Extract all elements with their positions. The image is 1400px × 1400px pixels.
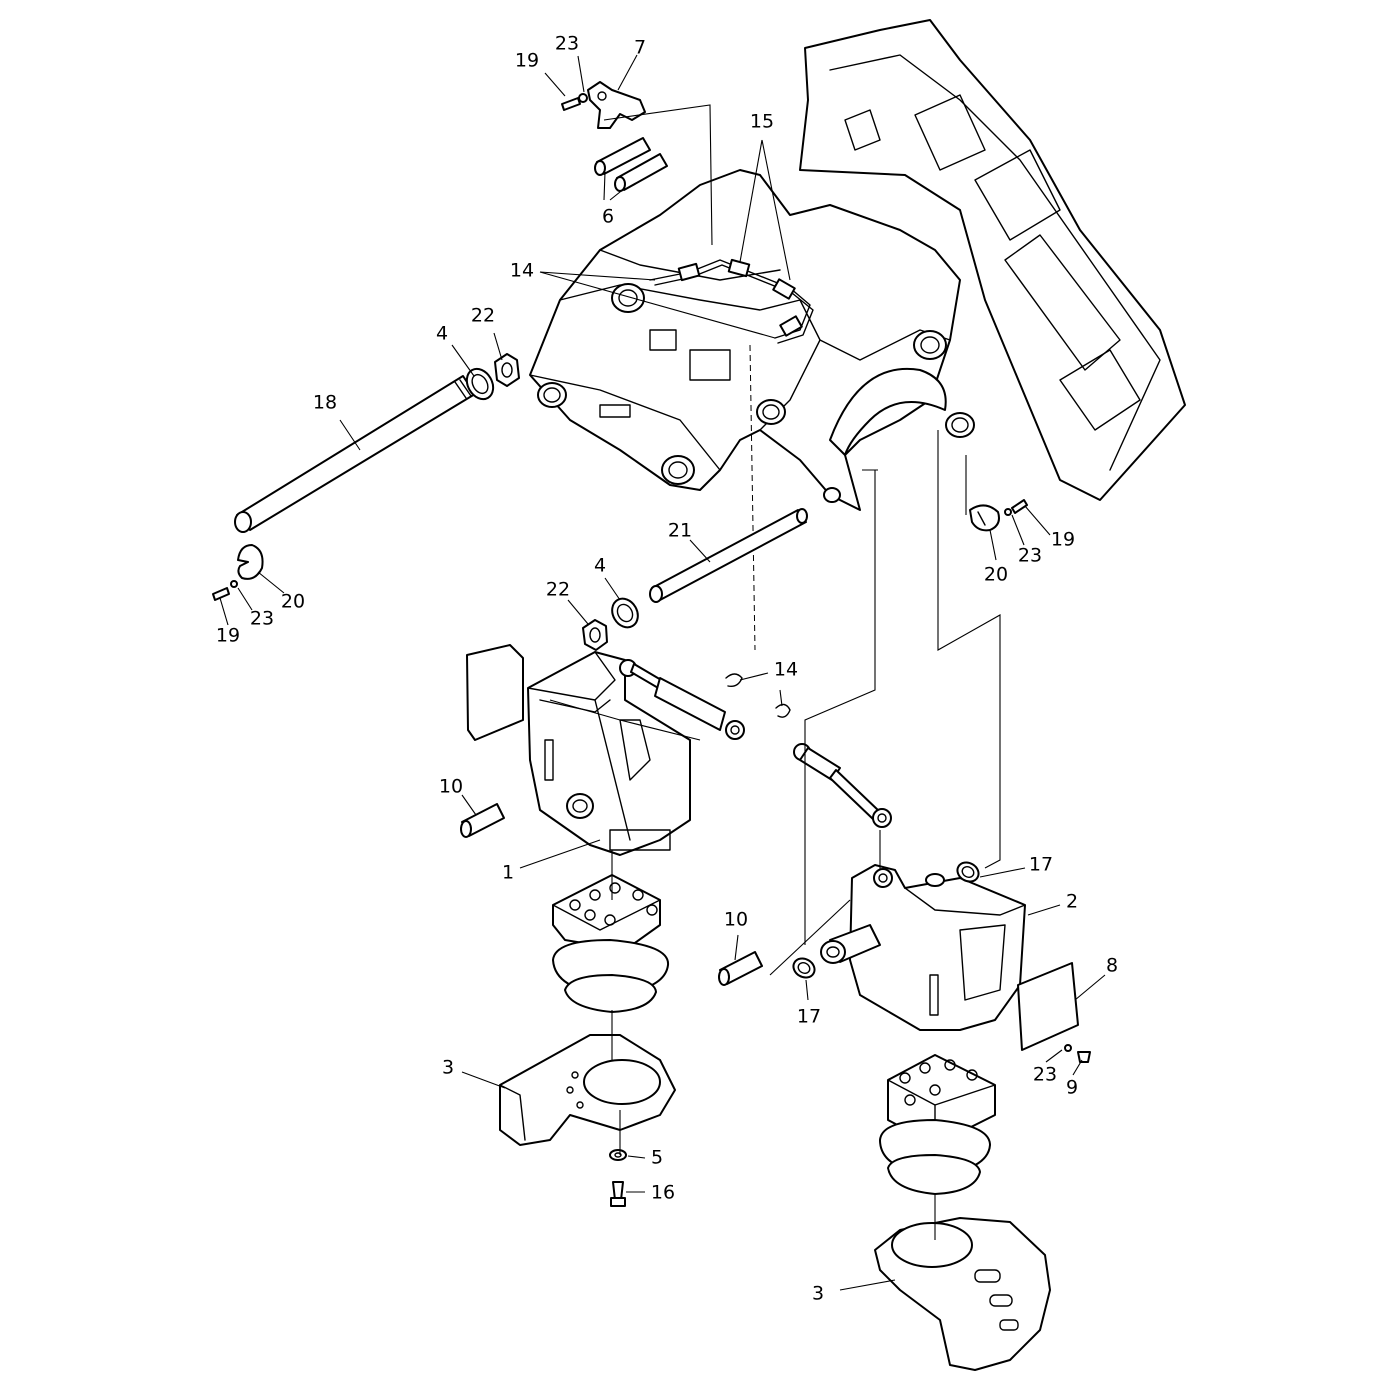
bracket-7	[587, 81, 646, 129]
bolt-9	[1064, 1044, 1091, 1063]
callout-leaders	[219, 54, 1106, 1291]
callout-15: 15	[750, 111, 774, 133]
ring-4-mid	[611, 597, 639, 629]
callout-19-top: 19	[515, 50, 539, 72]
pin-10-right	[718, 951, 763, 986]
fitting-14-b	[775, 703, 791, 718]
callout-10-left: 10	[439, 776, 463, 798]
callout-9: 9	[1066, 1077, 1078, 1099]
callout-19-left: 19	[216, 625, 240, 647]
bolt-16	[610, 1181, 626, 1207]
callout-10-right: 10	[724, 909, 748, 931]
callout-14-mid: 14	[774, 659, 798, 681]
callout-4-mid: 4	[594, 555, 606, 577]
callout-22-mid: 22	[546, 579, 570, 601]
callout-7: 7	[634, 37, 646, 59]
callout-17-bottom: 17	[797, 1006, 821, 1028]
callout-16: 16	[651, 1182, 675, 1204]
guide-lines	[549, 104, 1001, 1240]
callout-5: 5	[651, 1147, 663, 1169]
bolt-19-left	[212, 580, 238, 601]
ring-4-top	[465, 367, 495, 401]
housing-1	[527, 651, 691, 856]
cylinder-b	[793, 743, 892, 828]
callout-18: 18	[313, 392, 337, 414]
callout-14-top: 14	[510, 260, 534, 282]
callout-2: 2	[1066, 891, 1078, 913]
bolt-19-right	[1004, 499, 1028, 516]
pin-6a	[594, 137, 651, 176]
ring-17-top	[956, 861, 980, 883]
plate-20-right	[969, 504, 1000, 532]
callout-20-left: 20	[281, 591, 305, 613]
callout-6: 6	[602, 206, 614, 228]
gasket-right-8	[1017, 962, 1079, 1051]
callout-21: 21	[668, 520, 692, 542]
callout-3-right: 3	[812, 1283, 824, 1305]
callout-23-top: 23	[555, 33, 579, 55]
ring-17-bottom	[792, 957, 816, 979]
housing-2	[820, 864, 1026, 1031]
pin-10-left	[460, 803, 505, 838]
callout-1: 1	[502, 862, 514, 884]
main-frame	[529, 19, 1186, 651]
callout-17-top: 17	[1029, 854, 1053, 876]
shaft-21	[649, 508, 808, 603]
bracket-3-left	[499, 1034, 676, 1146]
callout-23-right: 23	[1018, 545, 1042, 567]
shaft-18	[234, 375, 476, 533]
fitting-14-a	[725, 673, 743, 688]
callout-23-bottom: 23	[1033, 1064, 1057, 1086]
bolt-19-top	[561, 93, 588, 111]
rotator-right	[879, 1054, 996, 1195]
gasket-left	[466, 644, 524, 741]
pin-6b	[614, 153, 668, 192]
rotator-left	[552, 874, 670, 1013]
callout-4-top: 4	[436, 323, 448, 345]
callout-22-top: 22	[471, 305, 495, 327]
cylinder-a	[619, 659, 745, 740]
nut-22-top	[494, 353, 520, 387]
callout-8: 8	[1106, 955, 1118, 977]
washer-5	[609, 1149, 627, 1161]
callout-23-left: 23	[250, 608, 274, 630]
callouts: 19 23 7 15 6 14 22 4 18 21 22 4 20 23 19…	[216, 33, 1118, 1305]
callout-19-right: 19	[1051, 529, 1075, 551]
nut-22-mid	[582, 619, 608, 651]
plate-20-left	[237, 544, 264, 580]
bracket-3-right	[874, 1217, 1051, 1371]
callout-20-right: 20	[984, 564, 1008, 586]
callout-3-left: 3	[442, 1057, 454, 1079]
